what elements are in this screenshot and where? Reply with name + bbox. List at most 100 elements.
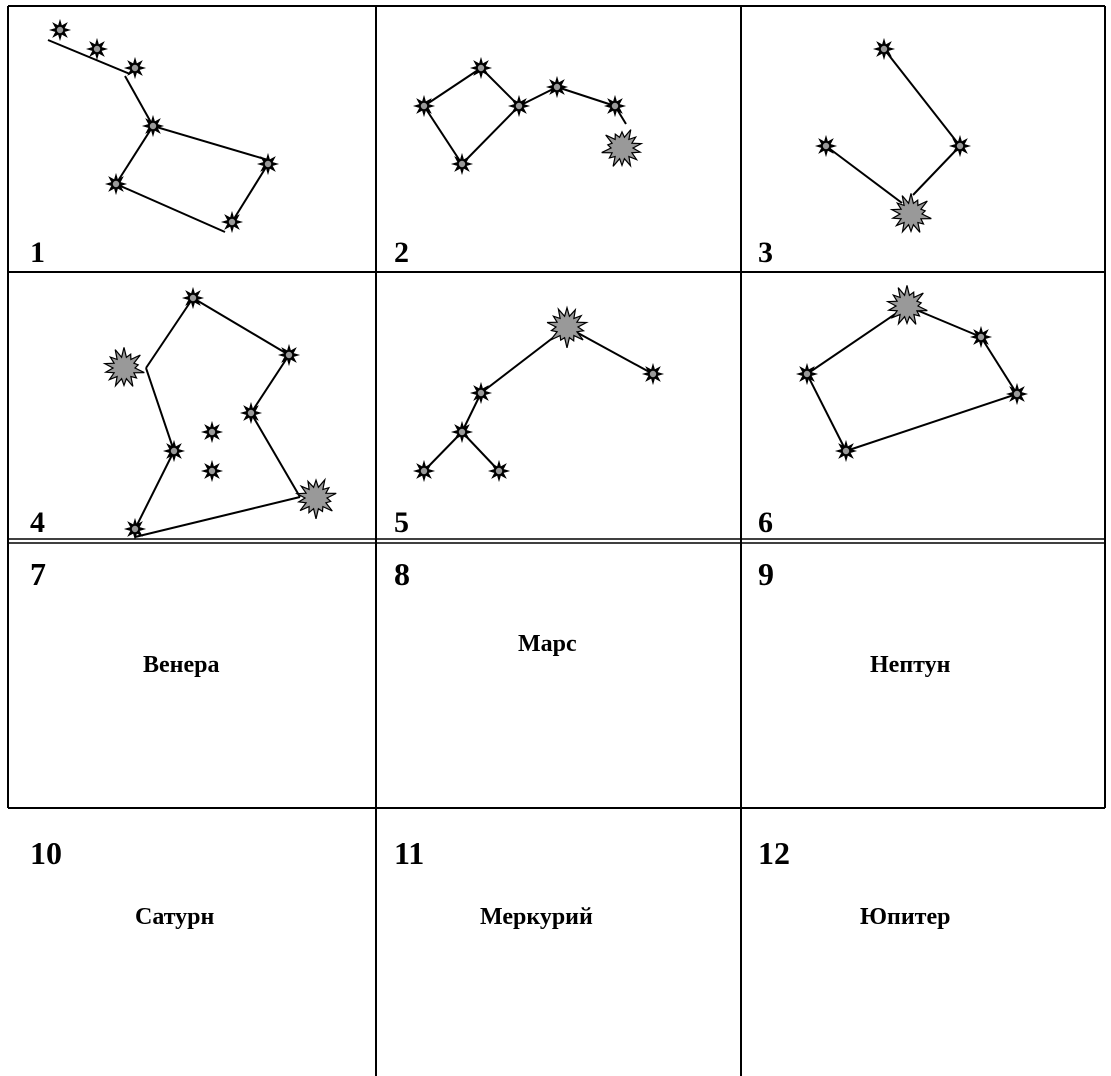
constellation-line	[518, 86, 558, 107]
small-star-icon	[469, 381, 493, 405]
planet-10-name: Сатурн	[135, 904, 215, 930]
constellation-stars	[48, 18, 1029, 541]
planet-9-name: Нептун	[870, 652, 951, 678]
small-star-icon	[104, 172, 128, 196]
constellation-3-number: 3	[758, 236, 773, 269]
small-star-icon	[487, 459, 511, 483]
bright-star-icon	[889, 193, 932, 234]
small-star-icon	[200, 420, 224, 444]
constellation-line	[556, 86, 616, 107]
constellation-line	[134, 450, 175, 530]
bright-star-icon	[601, 129, 644, 168]
small-star-icon	[200, 459, 224, 483]
small-star-icon	[162, 439, 186, 463]
small-star-icon	[545, 75, 569, 99]
small-star-icon	[256, 152, 280, 176]
small-star-icon	[641, 362, 665, 386]
constellation-line	[134, 496, 301, 538]
constellation-line	[145, 297, 194, 369]
planet-7-name: Венера	[143, 652, 220, 678]
small-star-icon	[181, 286, 205, 310]
constellation-5-lines	[423, 326, 654, 472]
planet-7-number: 7	[30, 556, 46, 592]
constellation-4-number: 4	[30, 506, 45, 539]
constellation-3-stars	[814, 37, 972, 234]
small-star-icon	[123, 517, 147, 541]
small-star-icon	[814, 134, 838, 158]
constellation-line	[423, 67, 482, 107]
small-star-icon	[872, 37, 896, 61]
small-star-icon	[48, 18, 72, 42]
planet-11-number: 11	[394, 835, 425, 871]
small-star-icon	[220, 210, 244, 234]
constellation-4-lines	[134, 297, 301, 538]
planet-12-name: Юпитер	[860, 904, 951, 930]
constellation-line	[566, 326, 654, 375]
bright-star-icon	[294, 477, 337, 519]
small-star-icon	[469, 56, 493, 80]
constellation-2-stars	[412, 56, 644, 176]
constellation-6-stars	[795, 285, 1029, 463]
bright-star-icon	[885, 285, 928, 326]
constellation-line	[250, 412, 301, 498]
constellation-line	[250, 354, 290, 414]
constellation-line	[461, 105, 520, 165]
small-star-icon	[123, 56, 147, 80]
constellation-5-number: 5	[394, 506, 409, 539]
small-star-icon	[507, 94, 531, 118]
small-star-icon	[85, 37, 109, 61]
constellation-line	[980, 336, 1018, 395]
constellation-2-lines	[423, 67, 627, 165]
constellation-line	[231, 163, 269, 223]
constellation-1-lines	[47, 39, 269, 233]
constellation-line	[806, 373, 847, 452]
constellation-line	[883, 48, 961, 147]
table-grid	[7, 5, 1106, 1076]
small-star-icon	[450, 420, 474, 444]
constellation-line	[806, 305, 908, 375]
constellation-1-number: 1	[30, 236, 45, 269]
constellation-3-lines	[825, 48, 961, 204]
small-star-icon	[948, 134, 972, 158]
small-star-icon	[1005, 382, 1029, 406]
small-star-icon	[412, 94, 436, 118]
constellation-line	[152, 125, 269, 161]
constellation-line	[192, 297, 290, 356]
bright-star-icon	[546, 305, 589, 349]
small-star-icon	[603, 94, 627, 118]
constellation-5-stars	[412, 305, 665, 483]
planet-11-name: Меркурий	[480, 904, 593, 930]
constellation-line	[115, 125, 154, 185]
planet-12-number: 12	[758, 835, 790, 871]
constellation-line	[115, 183, 226, 233]
constellation-line	[124, 75, 154, 127]
constellation-line	[145, 367, 175, 452]
constellation-line	[825, 145, 903, 204]
small-star-icon	[239, 401, 263, 425]
constellation-line	[845, 393, 1018, 452]
constellation-2-number: 2	[394, 236, 409, 269]
small-star-icon	[450, 152, 474, 176]
constellation-lines	[47, 39, 1018, 538]
constellation-6-lines	[806, 305, 1018, 452]
constellation-1-stars	[48, 18, 280, 234]
small-star-icon	[834, 439, 858, 463]
small-star-icon	[277, 343, 301, 367]
small-star-icon	[969, 325, 993, 349]
small-star-icon	[412, 459, 436, 483]
constellation-line	[912, 145, 961, 196]
small-star-icon	[795, 362, 819, 386]
planet-8-name: Марс	[518, 631, 577, 657]
constellation-line	[47, 39, 131, 75]
small-star-icon	[141, 114, 165, 138]
constellation-4-stars	[102, 286, 337, 541]
constellation-6-number: 6	[758, 506, 773, 539]
planet-9-number: 9	[758, 556, 774, 592]
planet-10-number: 10	[30, 835, 62, 871]
constellation-line	[461, 392, 482, 433]
constellation-line	[423, 105, 463, 165]
planet-8-number: 8	[394, 556, 410, 592]
bright-star-icon	[102, 347, 145, 388]
